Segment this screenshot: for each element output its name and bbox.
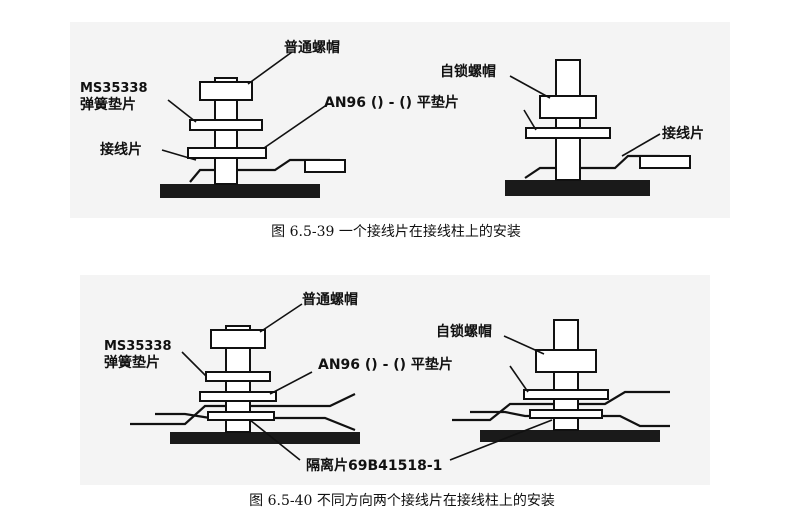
self-lock-nut-shape bbox=[539, 95, 597, 119]
label-flat-washer: AN96 () - () 平垫片 bbox=[324, 94, 459, 111]
label-spacer: 隔离片69B41518-1 bbox=[306, 457, 442, 474]
terminal-lug-upper bbox=[130, 393, 356, 426]
left-assembly-regular-nut bbox=[160, 77, 346, 198]
figure-2: 普通螺帽 MS35338 弹簧垫片 AN96 () - () 平垫片 自锁螺帽 … bbox=[80, 275, 710, 509]
spring-washer-shape bbox=[205, 371, 271, 382]
self-lock-nut-shape bbox=[535, 349, 597, 373]
figure-1: 普通螺帽 MS35338 弹簧垫片 接线片 AN96 () - () 平垫片 自… bbox=[70, 22, 730, 240]
base-plate bbox=[170, 432, 360, 444]
label-spring-washer: 弹簧垫片 bbox=[104, 354, 160, 371]
label-spring-washer-code: MS35338 bbox=[104, 339, 172, 354]
label-regular-nut: 普通螺帽 bbox=[302, 291, 358, 308]
terminal-lug bbox=[189, 158, 330, 183]
figure-1-caption: 图 6.5-39 一个接线片在接线柱上的安装 bbox=[271, 223, 521, 240]
flat-washer-shape bbox=[199, 391, 277, 402]
bolt bbox=[555, 59, 581, 181]
label-spring-washer: 弹簧垫片 bbox=[80, 96, 136, 113]
label-terminal-right: 接线片 bbox=[662, 125, 704, 142]
base-plate bbox=[505, 180, 650, 196]
spacer-shape bbox=[529, 409, 603, 419]
base-plate bbox=[480, 430, 660, 442]
regular-nut-shape bbox=[210, 329, 266, 349]
regular-nut-shape bbox=[199, 81, 253, 101]
figure-2-background bbox=[80, 275, 710, 485]
figure-2-caption: 图 6.5-40 不同方向两个接线片在接线柱上的安装 bbox=[249, 492, 555, 509]
right-assembly-self-lock-nut bbox=[452, 319, 670, 442]
spacer-shape bbox=[207, 411, 275, 421]
base-plate bbox=[160, 184, 320, 198]
left-assembly-regular-nut bbox=[130, 325, 360, 444]
flat-washer-shape bbox=[523, 389, 609, 400]
label-regular-nut: 普通螺帽 bbox=[284, 39, 340, 56]
flat-washer-shape bbox=[187, 147, 267, 159]
label-flat-washer: AN96 () - () 平垫片 bbox=[318, 356, 453, 373]
wire bbox=[639, 155, 691, 169]
wire bbox=[304, 159, 346, 173]
flat-washer-shape bbox=[525, 127, 611, 139]
label-spring-washer-code: MS35338 bbox=[80, 81, 148, 96]
terminal-lug bbox=[524, 154, 660, 179]
label-terminal: 接线片 bbox=[100, 141, 142, 158]
right-assembly-self-lock-nut bbox=[505, 59, 691, 196]
label-self-lock-nut: 自锁螺帽 bbox=[436, 323, 492, 340]
spring-washer-shape bbox=[189, 119, 263, 131]
label-self-lock-nut: 自锁螺帽 bbox=[440, 63, 496, 80]
